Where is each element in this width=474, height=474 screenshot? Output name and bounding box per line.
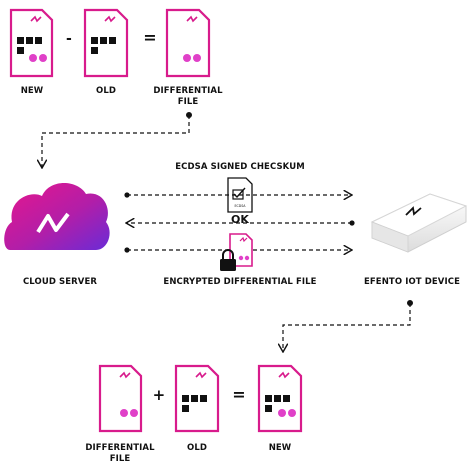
connector-bottom [283, 300, 413, 352]
document-icon-new-top [9, 8, 54, 78]
label-bottom-old: OLD [187, 443, 207, 453]
connector-top [42, 112, 192, 168]
label-top-differential: DIFFERENTIAL [153, 86, 223, 96]
label-checksum: ECDSA SIGNED CHECSKUM [175, 162, 305, 172]
document-icon-old-top [83, 8, 129, 78]
document-icon-differential-top [165, 8, 211, 78]
label-top-new: NEW [20, 86, 44, 96]
iot-device-icon [370, 193, 468, 253]
label-encrypted-file: ENCRYPTED DIFFERENTIAL FILE [163, 277, 317, 287]
document-icon-old-bottom [174, 364, 220, 433]
label-bottom-differential-file: FILE [109, 454, 131, 464]
arrow-ok [126, 220, 355, 225]
label-iot-device: EFENTO IOT DEVICE [363, 277, 460, 287]
label-top-old: OLD [96, 86, 116, 96]
document-icon-new-bottom [257, 364, 303, 433]
padlock-icon [220, 249, 236, 271]
operator-equals-top: = [143, 28, 157, 47]
checksum-doc-text: ECDSA [235, 204, 247, 208]
label-ok: OK [230, 213, 250, 226]
operator-plus: + [152, 386, 166, 404]
label-bottom-differential: DIFFERENTIAL [85, 443, 155, 453]
label-top-differential-file: FILE [177, 97, 199, 107]
arrow-checksum [124, 192, 352, 197]
label-bottom-new: NEW [268, 443, 292, 453]
document-icon-differential-bottom [98, 364, 143, 433]
operator-minus: - [66, 31, 72, 47]
operator-equals-bottom: = [232, 385, 246, 404]
cloud-server-icon [4, 183, 110, 250]
label-cloud-server: CLOUD SERVER [22, 277, 98, 287]
